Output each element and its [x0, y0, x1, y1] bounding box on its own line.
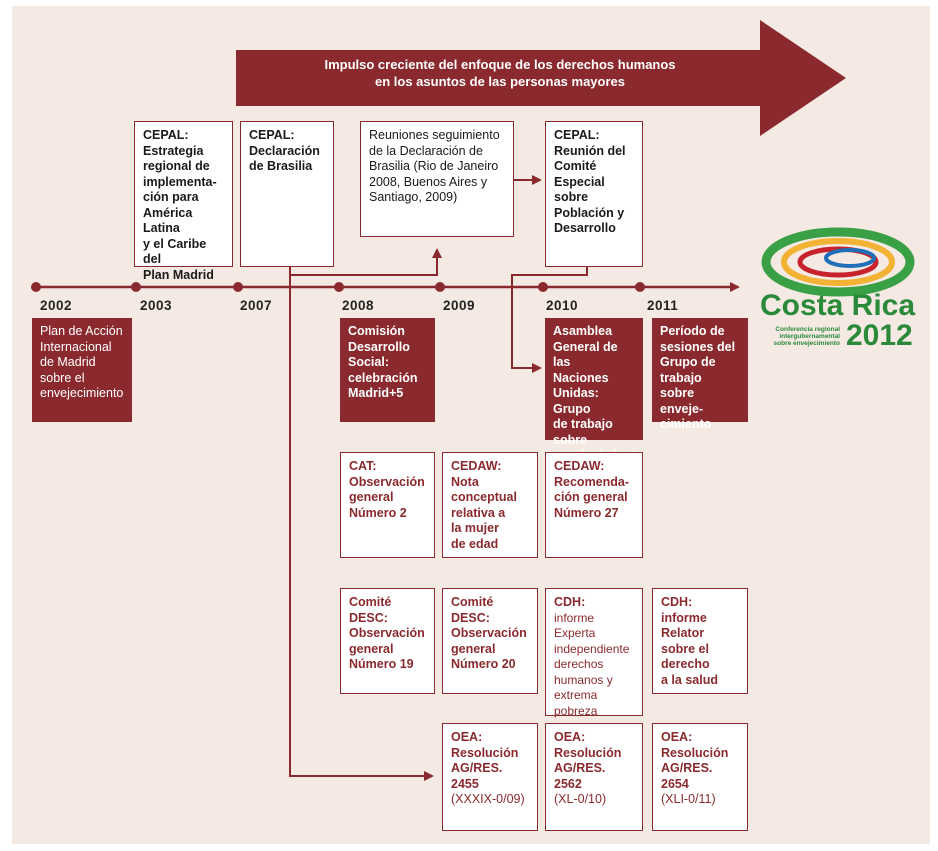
year-2008: 2008: [342, 298, 375, 313]
cdh-experta-text: informe Experta independiente derechos h…: [554, 610, 630, 718]
oea-2562-sub: (XL-0/10): [554, 792, 607, 806]
cepal-declaracion-box: CEPAL: Declaración de Brasilia: [240, 121, 334, 267]
desc-observacion-19-box: Comité DESC: Observación general Número …: [340, 588, 435, 694]
logo-year: 2012: [846, 319, 913, 352]
reuniones-seguimiento-box: Reuniones seguimiento de la Declaración …: [360, 121, 514, 237]
dot-2007: [233, 282, 243, 292]
asamblea-general-box: Asamblea General de las Naciones Unidas:…: [545, 318, 643, 478]
oea-2455-text: OEA: Resolución AG/RES. 2455: [451, 730, 519, 791]
year-2002: 2002: [40, 298, 73, 313]
dot-2010: [538, 282, 548, 292]
cdh-relator-box: CDH: informe Relator sobre el derecho a …: [652, 588, 748, 694]
banner-text: Impulso creciente del enfoque de los der…: [324, 57, 676, 89]
cedaw-recomendacion-box: CEDAW: Recomenda- ción general Número 27: [545, 452, 643, 558]
oea-2654-sub: (XLI-0/11): [661, 792, 716, 806]
comision-desarrollo-box: Comisión Desarrollo Social: celebración …: [340, 318, 435, 422]
dot-2011: [635, 282, 645, 292]
cepal-estrategia-box: CEPAL: Estrategia regional de implementa…: [134, 121, 233, 282]
plan-madrid-box: Plan de Acción Internacional de Madrid s…: [32, 318, 132, 422]
cdh-experta-title: CDH:: [554, 595, 586, 609]
dot-2008: [334, 282, 344, 292]
dot-2002: [31, 282, 41, 292]
dot-2003: [131, 282, 141, 292]
dot-2009: [435, 282, 445, 292]
year-2009: 2009: [443, 298, 476, 313]
year-2007: 2007: [240, 298, 273, 313]
year-2010: 2010: [546, 298, 579, 313]
cedaw-nota-box: CEDAW: Nota conceptual relativa a la muj…: [442, 452, 538, 558]
year-2011: 2011: [647, 298, 679, 313]
periodo-sesiones-box: Período de sesiones del Grupo de trabajo…: [652, 318, 748, 431]
oea-2654-box: OEA: Resolución AG/RES. 2654 (XLI-0/11): [652, 723, 748, 831]
desc-observacion-20-box: Comité DESC: Observación general Número …: [442, 588, 538, 694]
oea-2455-box: OEA: Resolución AG/RES. 2455 (XXXIX-0/09…: [442, 723, 538, 831]
oea-2455-sub: (XXXIX-0/09): [451, 792, 525, 806]
cepal-reunion-comite-box: CEPAL: Reunión del Comité Especial sobre…: [545, 121, 643, 267]
oea-2562-text: OEA: Resolución AG/RES. 2562: [554, 730, 622, 791]
oea-2654-text: OEA: Resolución AG/RES. 2654: [661, 730, 729, 791]
cdh-experta-box: CDH: informe Experta independiente derec…: [545, 588, 643, 718]
year-2003: 2003: [140, 298, 173, 313]
cat-observacion-box: CAT: Observación general Número 2: [340, 452, 435, 558]
logo-name: Costa Rica: [760, 289, 916, 322]
logo-subtitle: Conferencia regional intergubernamental …: [773, 326, 840, 347]
oea-2562-box: OEA: Resolución AG/RES. 2562 (XL-0/10): [545, 723, 643, 831]
